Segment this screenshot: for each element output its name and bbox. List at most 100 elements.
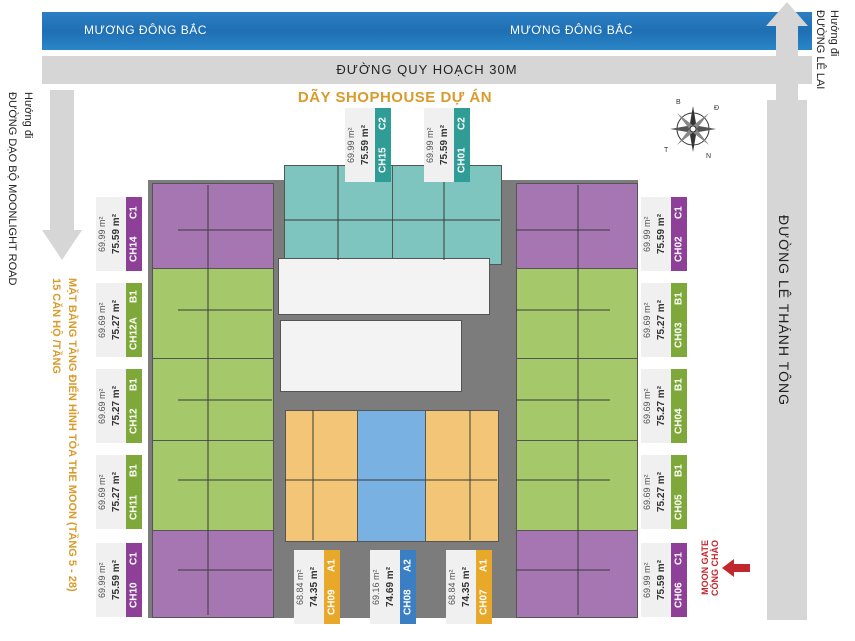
unit-plan-ch06[interactable]	[516, 530, 638, 618]
unit-area-2: 69.69 m²	[642, 474, 652, 510]
unit-plan-ch07[interactable]	[425, 410, 499, 542]
plan-title: MẶT BẰNG TẦNG ĐIỂN HÌNH TÒA THE MOON (TẦ…	[46, 278, 82, 618]
unit-area-2: 69.69 m²	[97, 388, 107, 424]
unit-area-1: 75.27 m²	[656, 385, 667, 427]
gate-label-line1: CỔNG CHÀO	[710, 540, 720, 596]
unit-area-1: 74.69 m²	[385, 566, 396, 608]
unit-plan-ch11[interactable]	[152, 440, 274, 532]
shophouse-label: DÃY SHOPHOUSE DỰ ÁN	[297, 89, 493, 106]
right-road-label: ĐƯỜNG LÊ THÁNH TÔNG	[776, 215, 792, 407]
top-road-label: ĐƯỜNG QUY HOẠCH 30M	[336, 62, 518, 77]
compass-label-d: Đ	[714, 105, 719, 112]
unit-area-1: 75.27 m²	[111, 385, 122, 427]
top-road: ĐƯỜNG QUY HOẠCH 30M	[42, 56, 812, 84]
unit-area-2: 69.99 m²	[642, 216, 652, 252]
compass-label-t: T	[664, 147, 669, 154]
gate-label: CỔNG CHÀO MOON GATE	[700, 540, 722, 620]
floorplan-walls	[178, 165, 610, 615]
unit-plan-ch12a[interactable]	[152, 268, 274, 360]
unit-area-2: 69.69 m²	[97, 302, 107, 338]
unit-area-1: 75.59 m²	[439, 124, 450, 166]
unit-plan-ch10[interactable]	[152, 530, 274, 618]
unit-plan-ch05[interactable]	[516, 440, 638, 532]
unit-area-1: 75.27 m²	[656, 471, 667, 513]
unit-plan-ch03[interactable]	[516, 268, 638, 360]
plan-title-line2: 15 CĂN HỘ /TẦNG	[50, 278, 62, 374]
unit-area-2: 69.69 m²	[642, 302, 652, 338]
gate-label-line2: MOON GATE	[700, 540, 710, 595]
unit-area-1: 75.59 m²	[656, 213, 667, 255]
left-note-line1: Hướng đi	[22, 92, 34, 139]
gate-arrow-icon	[722, 559, 750, 577]
right-road-arrow-icon	[766, 2, 808, 118]
unit-area-2: 69.99 m²	[346, 127, 356, 163]
unit-area-2: 69.99 m²	[425, 127, 435, 163]
compass-icon: B Đ N T	[664, 99, 719, 160]
core-center	[280, 320, 462, 392]
top-right-note: Hướng đi ĐƯỜNG LÊ LAI	[812, 10, 844, 100]
compass-label-b: B	[676, 99, 681, 106]
unit-area-1: 75.27 m²	[111, 471, 122, 513]
unit-area-2: 69.16 m²	[371, 569, 381, 605]
unit-area-1: 74.35 m²	[309, 566, 320, 608]
core-top	[278, 258, 490, 315]
unit-area-2: 68.84 m²	[447, 569, 457, 605]
unit-area-1: 74.35 m²	[461, 566, 472, 608]
unit-area-1: 75.59 m²	[111, 213, 122, 255]
top-right-note-line1: Hướng đi	[828, 10, 840, 57]
plan-title-line1: MẶT BẰNG TẦNG ĐIỂN HÌNH TÒA THE MOON (TẦ…	[66, 278, 78, 592]
unit-area-1: 75.59 m²	[111, 559, 122, 601]
unit-area-2: 69.99 m²	[97, 216, 107, 252]
top-right-note-line2: ĐƯỜNG LÊ LAI	[814, 10, 826, 90]
unit-area-1: 75.27 m²	[656, 299, 667, 341]
unit-area-1: 75.59 m²	[656, 559, 667, 601]
unit-area-2: 69.69 m²	[642, 388, 652, 424]
river-label-right: MƯƠNG ĐÔNG BẮC	[510, 23, 633, 37]
right-road	[767, 100, 807, 620]
unit-area-1: 75.59 m²	[360, 124, 371, 166]
unit-area-2: 69.99 m²	[642, 562, 652, 598]
river-label-left: MƯƠNG ĐÔNG BẮC	[84, 23, 207, 37]
right-road-label-wrap: ĐƯỜNG LÊ THÁNH TÔNG	[770, 215, 800, 445]
unit-area-1: 75.27 m²	[111, 299, 122, 341]
river-band: MƯƠNG ĐÔNG BẮC MƯƠNG ĐÔNG BẮC	[42, 12, 812, 50]
compass-label-n: N	[706, 153, 711, 160]
left-arrow-icon	[42, 90, 82, 260]
left-note: Hướng đi ĐƯỜNG DẠO BỘ MOONLIGHT ROAD	[4, 92, 38, 322]
unit-area-2: 69.99 m²	[97, 562, 107, 598]
left-note-line2: ĐƯỜNG DẠO BỘ MOONLIGHT ROAD	[6, 92, 18, 286]
unit-area-2: 68.84 m²	[295, 569, 305, 605]
unit-area-2: 69.69 m²	[97, 474, 107, 510]
unit-plan-ch02[interactable]	[516, 183, 638, 270]
